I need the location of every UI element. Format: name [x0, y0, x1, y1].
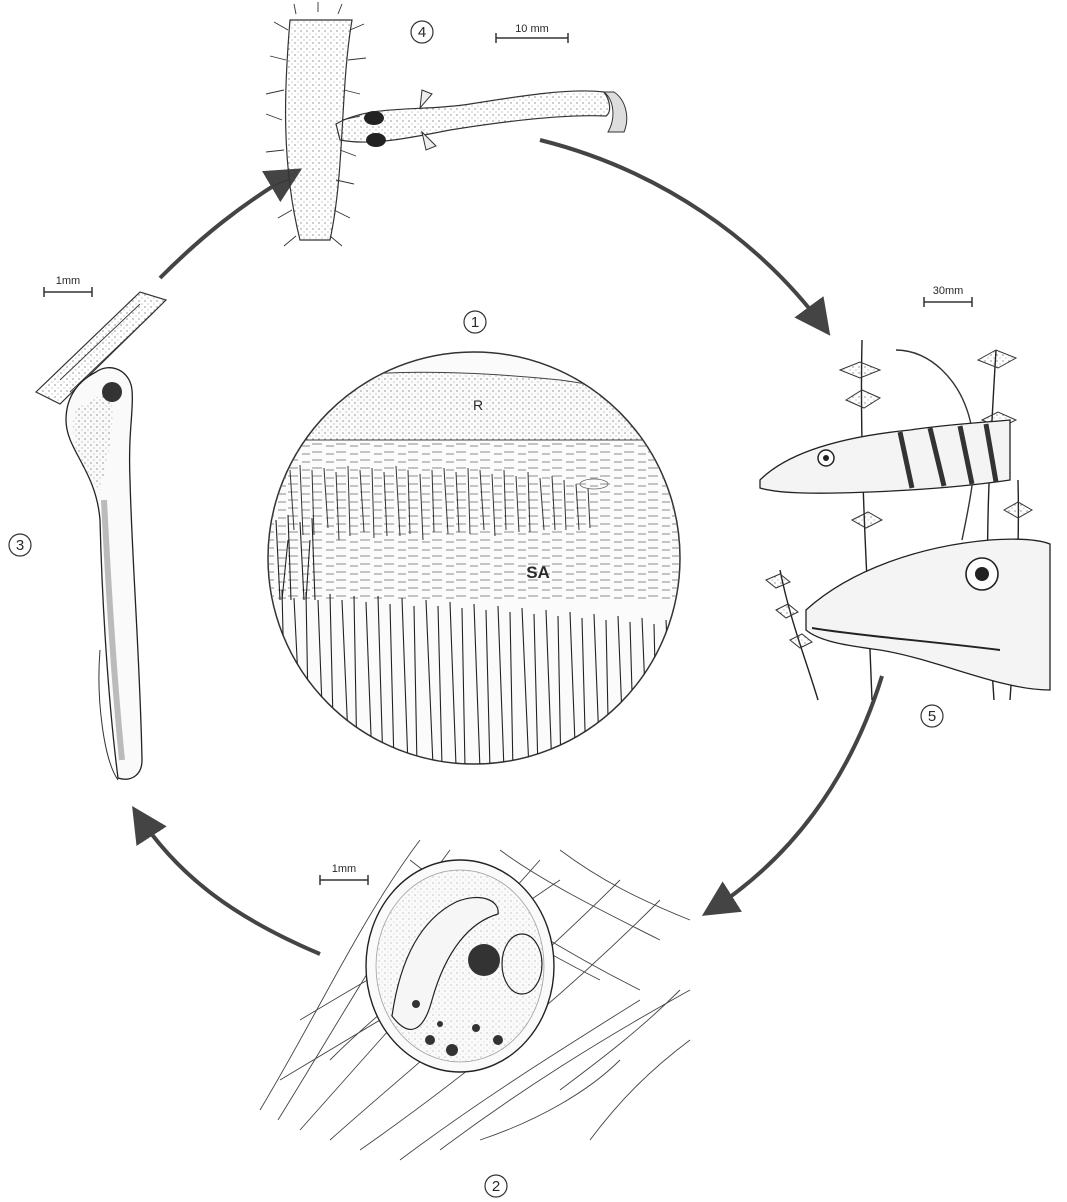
arrow-2-to-3 — [136, 812, 320, 954]
svg-text:1: 1 — [471, 314, 479, 331]
stage-4-number: 4 — [411, 21, 433, 43]
habitat-label-sa: SA — [526, 563, 550, 582]
stage-2-scale-bar: 1mm — [320, 863, 368, 885]
stage-1-number: 1 — [464, 311, 486, 333]
stage-4-fry-illustration — [266, 2, 627, 246]
stage-2-egg-illustration — [260, 840, 690, 1160]
stage-3-scale-label: 1mm — [56, 275, 80, 287]
stage-2-number: 2 — [485, 1175, 507, 1197]
stage-5-pike-illustration — [760, 340, 1050, 700]
stage-1-habitat-illustration: R SA — [260, 352, 700, 772]
svg-text:4: 4 — [418, 24, 426, 41]
stage-3-larva-illustration — [36, 292, 166, 780]
stage-5-number: 5 — [921, 705, 943, 727]
stage-3-scale-bar: 1mm — [44, 275, 92, 297]
habitat-label-r: R — [473, 397, 483, 413]
arrow-4-to-5 — [540, 140, 826, 330]
svg-text:2: 2 — [492, 1178, 500, 1195]
arrow-5-to-2 — [708, 676, 882, 912]
stage-4-scale-label: 10 mm — [515, 23, 549, 35]
stage-5-scale-label: 30mm — [933, 285, 964, 297]
arrow-3-to-4 — [160, 172, 296, 278]
svg-text:3: 3 — [16, 537, 24, 554]
stage-4-scale-bar: 10 mm — [496, 23, 568, 43]
svg-text:5: 5 — [928, 708, 936, 725]
stage-2-scale-label: 1mm — [332, 863, 356, 875]
stage-3-number: 3 — [9, 534, 31, 556]
stage-5-scale-bar: 30mm — [924, 285, 972, 307]
